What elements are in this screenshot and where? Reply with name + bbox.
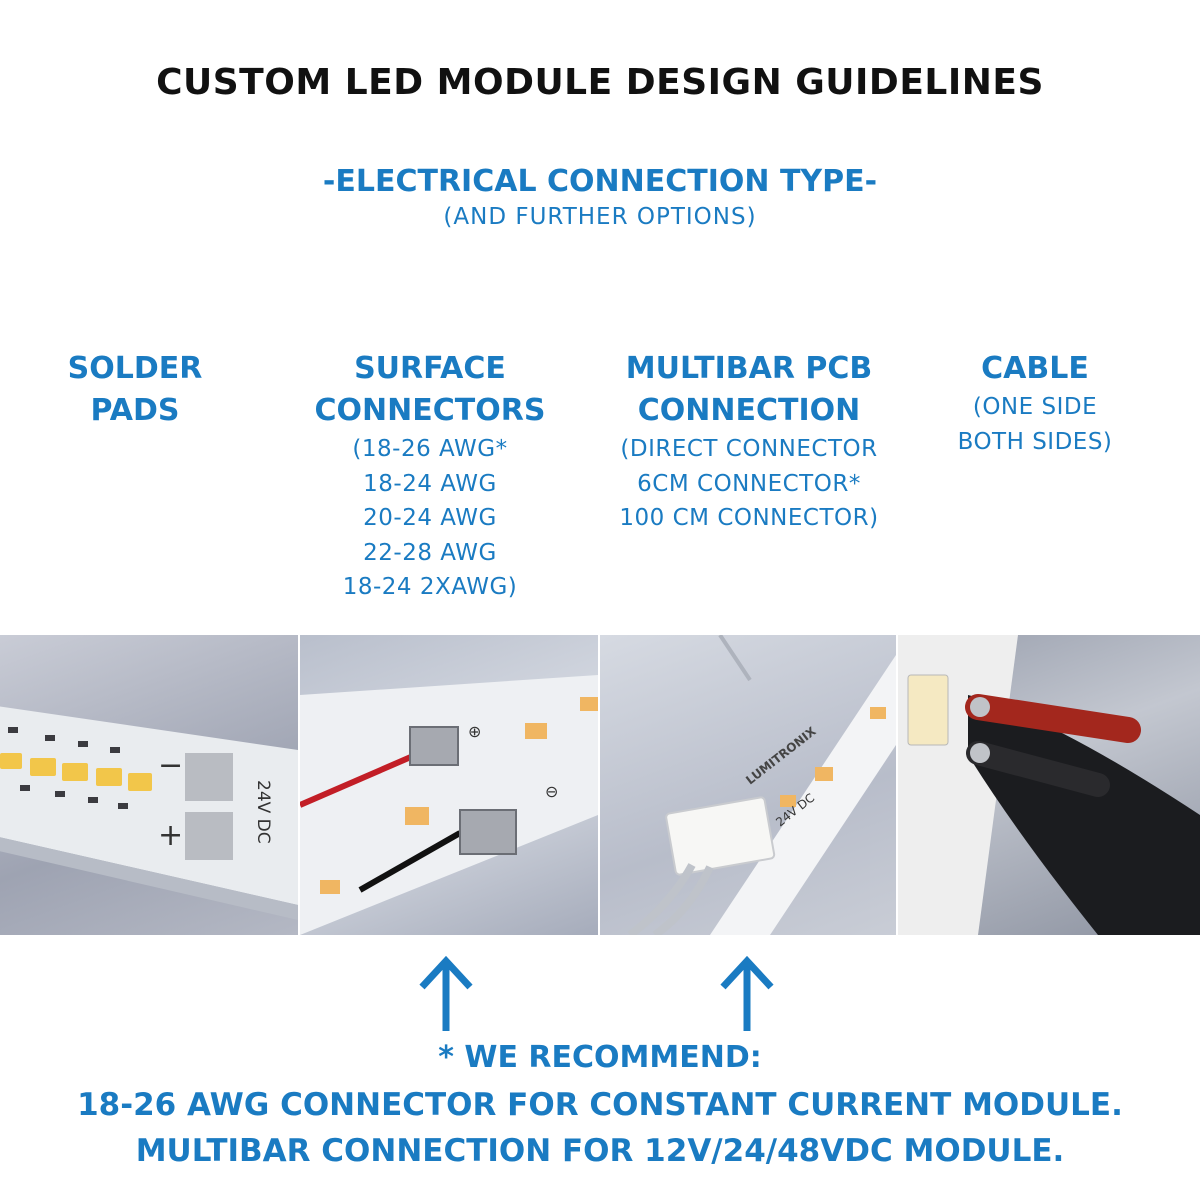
plus-label: + [158,818,183,853]
surface-connectors-photo: ⊕ ⊖ [300,635,598,935]
column-heading-line: CONNECTION [637,393,861,428]
arrow-up-icon [720,955,774,1031]
recommendation-line: MULTIBAR CONNECTION FOR 12V/24/48VDC MOD… [135,1133,1065,1169]
column-heading-line: CABLE [981,351,1089,386]
voltage-label: 24V DC [253,780,273,844]
column-multibar-pcb: MULTIBAR PCB CONNECTION (DIRECT CONNECTO… [590,348,908,536]
arrow-up-icon [419,955,473,1031]
multibar-illustration: LUMITRONIX 24V DC [627,635,896,935]
section-subtitle: -ELECTRICAL CONNECTION TYPE- [322,164,878,199]
surface-connectors-illustration: ⊕ ⊖ [300,675,598,935]
photo-strip: − + 24V DC ⊕ ⊖ LUMITRONIX [0,635,1200,935]
plus-symbol: ⊕ [468,722,481,741]
option-item: 100 CM CONNECTOR) [619,505,879,531]
section-subnote: (AND FURTHER OPTIONS) [443,204,757,230]
multibar-connector-photo: LUMITRONIX 24V DC [600,635,896,935]
column-heading-line: SOLDER [67,351,203,386]
option-item: 20-24 AWG [363,505,497,531]
column-heading-line: MULTIBAR PCB [625,351,873,386]
minus-label: − [158,748,183,783]
page-title: CUSTOM LED MODULE DESIGN GUIDELINES [156,62,1044,103]
option-item: (DIRECT CONNECTOR [620,436,878,462]
cable-photo [898,635,1200,935]
column-cable: CABLE (ONE SIDE BOTH SIDES) [920,348,1150,459]
option-item: BOTH SIDES) [957,428,1113,455]
column-heading-line: SURFACE [354,351,506,386]
minus-symbol: ⊖ [545,782,558,801]
column-heading-line: PADS [90,393,180,428]
recommendation-heading: * WE RECOMMEND: [438,1040,762,1075]
option-item: (18-26 AWG* [352,436,508,462]
brand-label: LUMITRONIX [743,724,819,788]
option-item: 6CM CONNECTOR* [637,470,861,497]
column-solder-pads: SOLDER PADS [0,348,270,432]
cable-illustration [898,635,1200,935]
solder-pads-photo: − + 24V DC [0,635,298,935]
recommendation-line: 18-26 AWG CONNECTOR FOR CONSTANT CURRENT… [77,1087,1123,1123]
column-surface-connectors: SURFACE CONNECTORS (18-26 AWG* 18-24 AWG… [280,348,580,605]
option-item: (ONE SIDE [972,394,1098,420]
option-item: 22-28 AWG [363,539,497,566]
column-heading-line: CONNECTORS [314,393,546,428]
option-item: 18-24 AWG [363,470,497,497]
option-item: 18-24 2XAWG) [342,574,518,600]
solder-pads-illustration: − + 24V DC [0,706,298,920]
